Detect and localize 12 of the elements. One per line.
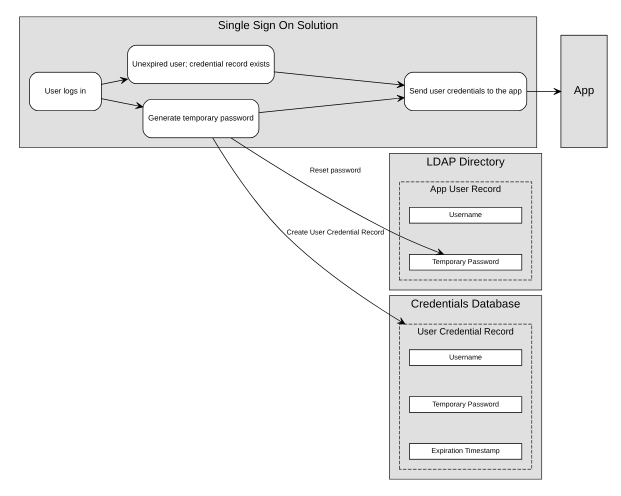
arrow: [101, 98, 144, 110]
node-box: Unexpired user; credential record exists: [127, 44, 275, 84]
arrow: [230, 137, 444, 256]
node-box: User logs in: [29, 72, 102, 112]
arrow: [526, 88, 562, 96]
arrow: [274, 72, 405, 88]
arrow: [258, 94, 405, 113]
node-box: App: [560, 34, 608, 148]
node-box: Generate temporary password: [142, 98, 260, 138]
arrow: [212, 138, 406, 324]
arrow: [101, 77, 128, 85]
node-box: Send user credentials to the app: [404, 72, 528, 112]
